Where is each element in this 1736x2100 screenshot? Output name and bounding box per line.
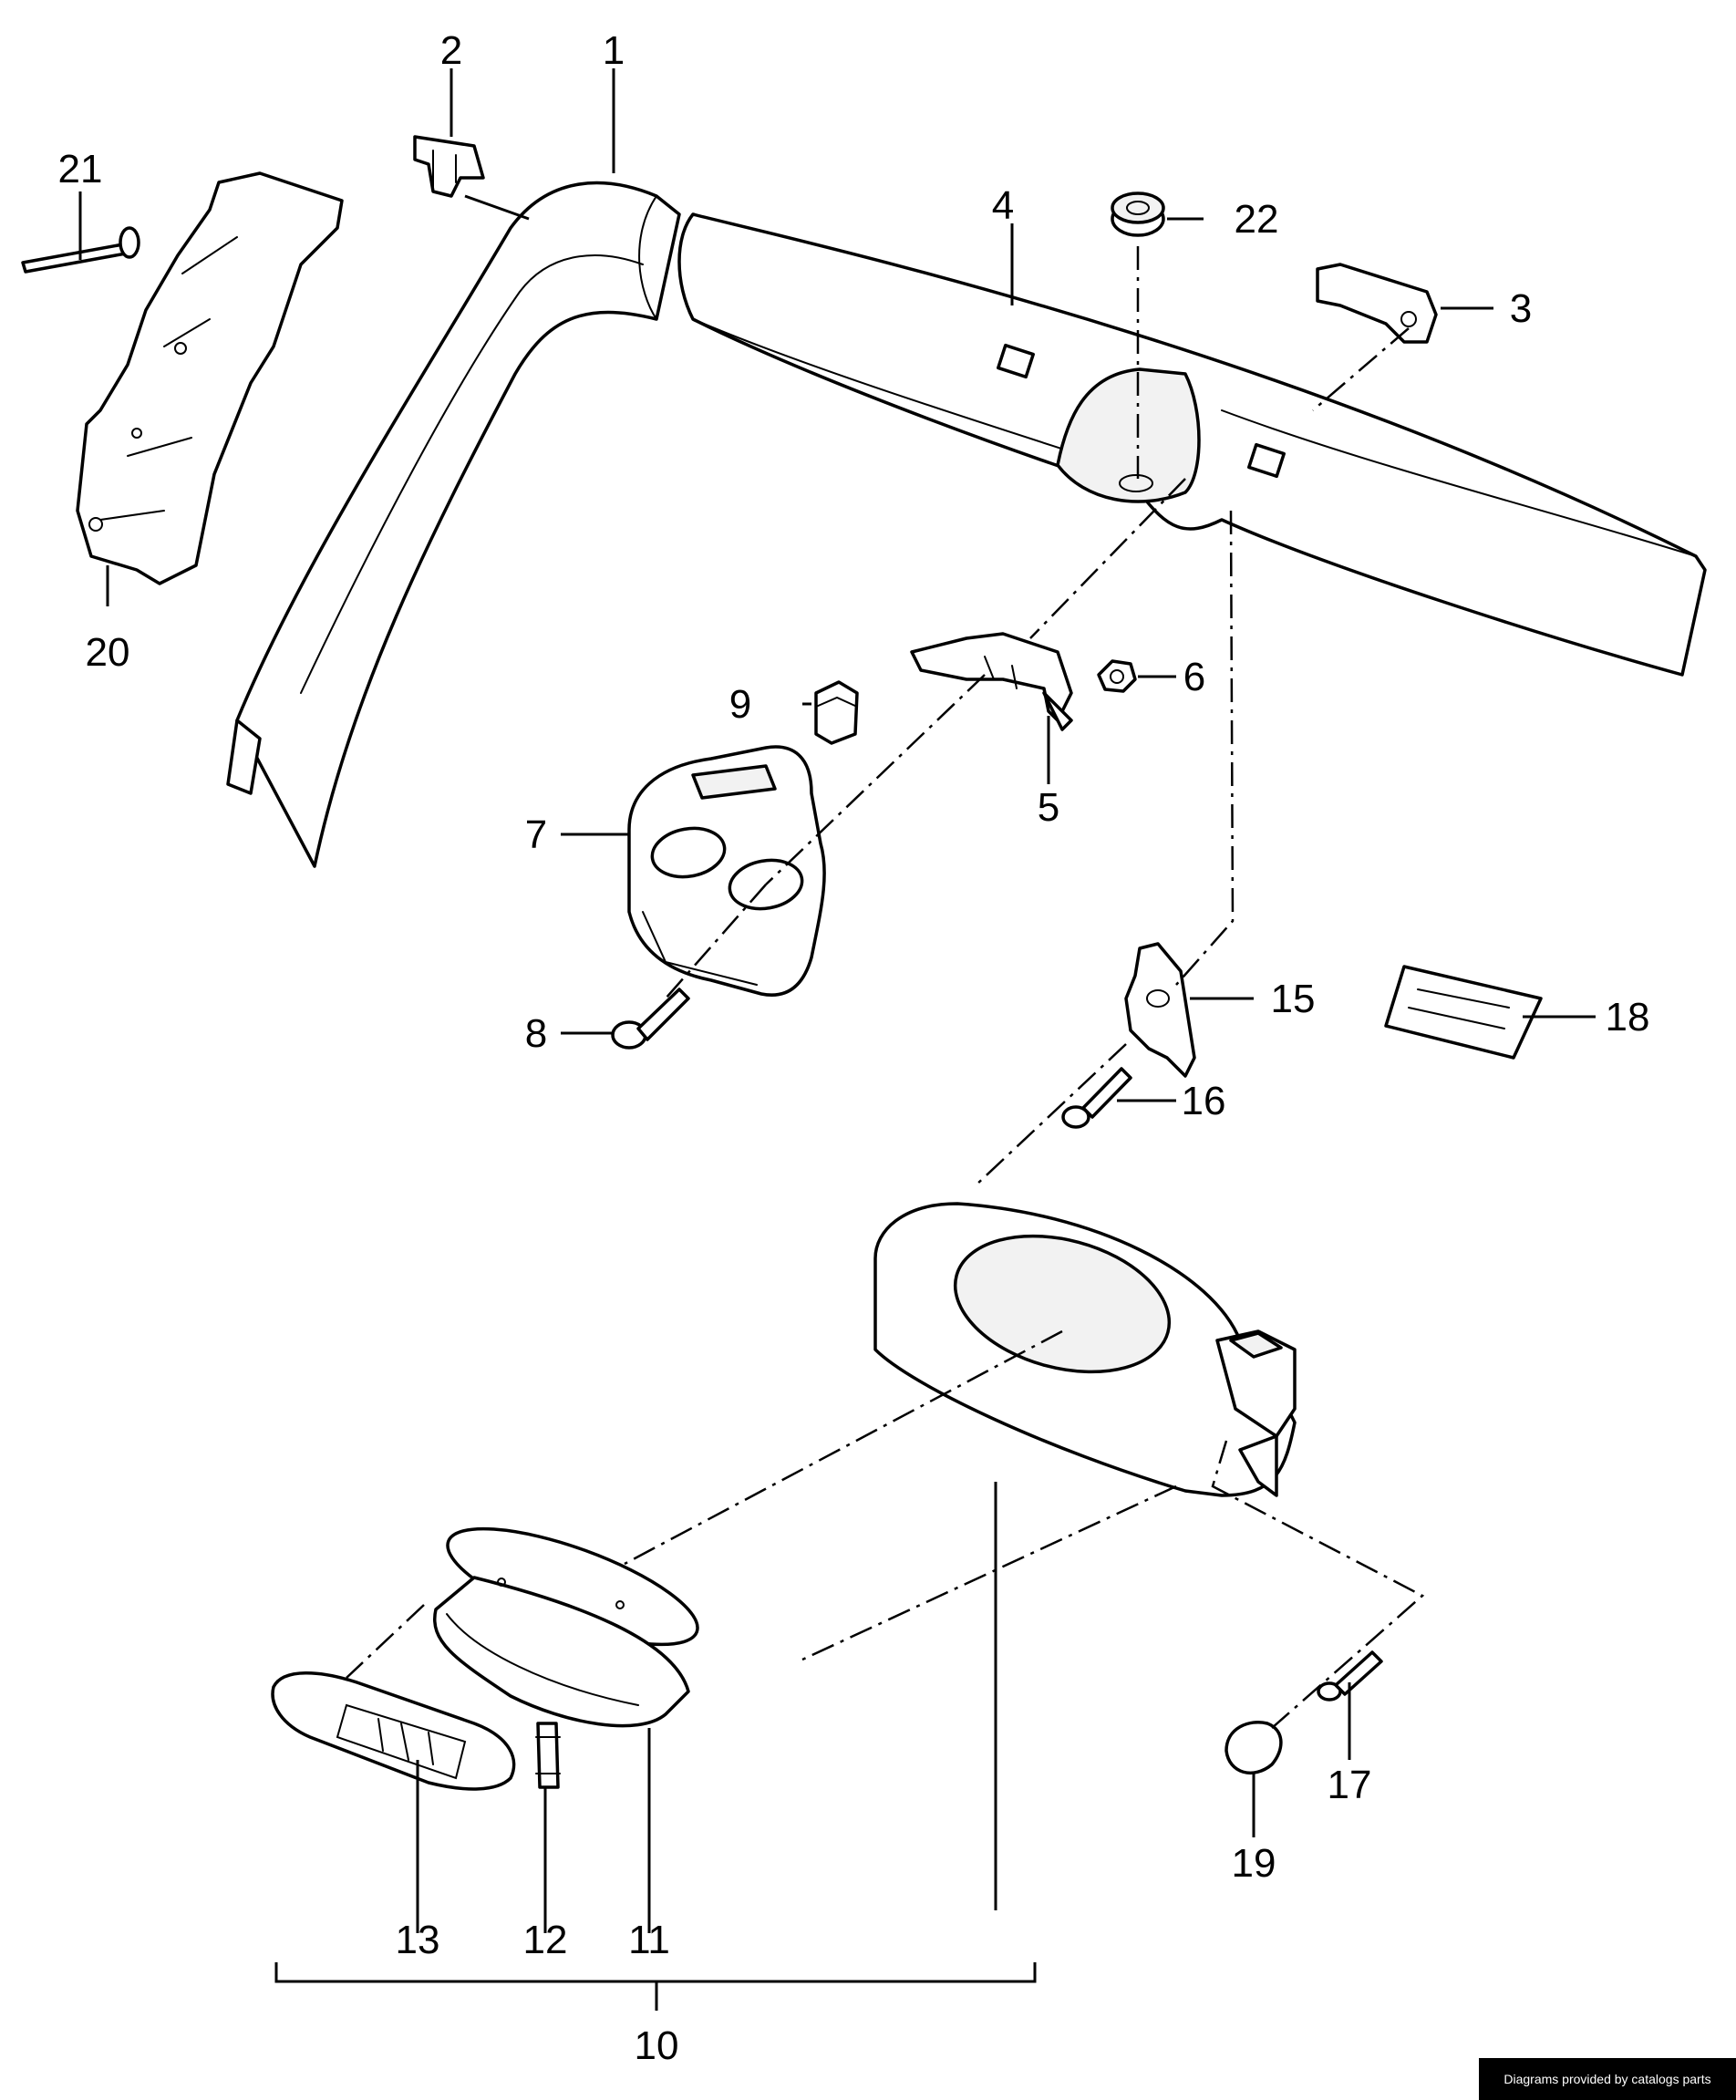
- callout-12: 12: [523, 1918, 568, 1962]
- part-5-bracket: [910, 632, 1073, 731]
- sun-visor: [873, 1202, 1297, 1497]
- callout-22: 22: [1235, 197, 1279, 242]
- part-4-roof-header-trim: [677, 212, 1707, 677]
- callout-16: 16: [1182, 1079, 1226, 1123]
- part-2-clip: [413, 135, 530, 221]
- part-8-screw: [611, 988, 690, 1050]
- callout-6: 6: [1183, 655, 1205, 699]
- callout-9: 9: [729, 682, 751, 727]
- callout-7: 7: [525, 812, 547, 857]
- assembly-lines: [346, 246, 1425, 1729]
- part-16-screw: [1061, 1067, 1132, 1129]
- callout-1: 1: [603, 28, 625, 73]
- callout-10: 10: [635, 2023, 679, 2068]
- callout-2: 2: [440, 28, 462, 73]
- part-12-bulb: [535, 1722, 561, 1789]
- part-21-bolt: [21, 226, 140, 274]
- callout-15: 15: [1271, 977, 1316, 1021]
- callout-8: 8: [525, 1011, 547, 1056]
- part-19-cap: [1224, 1721, 1283, 1774]
- part-17-screw: [1317, 1650, 1383, 1702]
- callout-19: 19: [1232, 1841, 1276, 1886]
- leader-lines: [78, 68, 1596, 1933]
- callout-5: 5: [1038, 785, 1059, 830]
- part-3-bracket: [1316, 263, 1438, 344]
- part-20-side-panel: [76, 171, 344, 585]
- part-11-mirror-frame: [433, 1526, 699, 1728]
- credit-badge: Diagrams provided by catalogs parts: [1479, 2058, 1736, 2100]
- part-9-block: [814, 680, 859, 745]
- callout-13: 13: [396, 1918, 440, 1962]
- part-15-mount: [1124, 942, 1196, 1078]
- part-1-a-pillar-trim: [226, 181, 681, 868]
- part-13-mirror-glass: [271, 1671, 516, 1791]
- callout-labels: 1 2 3 4 5 6 7 8 9 10 11 12 13 15 16 17 1…: [58, 28, 1650, 2068]
- part-6-nut: [1097, 659, 1137, 693]
- callout-11: 11: [628, 1918, 670, 1962]
- callout-18: 18: [1606, 995, 1650, 1040]
- assembly-bracket-10: [274, 1962, 1037, 2011]
- callout-4: 4: [992, 183, 1014, 228]
- callout-3: 3: [1510, 286, 1532, 331]
- callout-21: 21: [58, 147, 103, 191]
- callout-17: 17: [1328, 1763, 1372, 1807]
- part-7-console-housing: [627, 745, 826, 997]
- part-22-grommet: [1111, 191, 1165, 237]
- callout-20: 20: [86, 630, 130, 675]
- part-18-label-pad: [1384, 965, 1543, 1060]
